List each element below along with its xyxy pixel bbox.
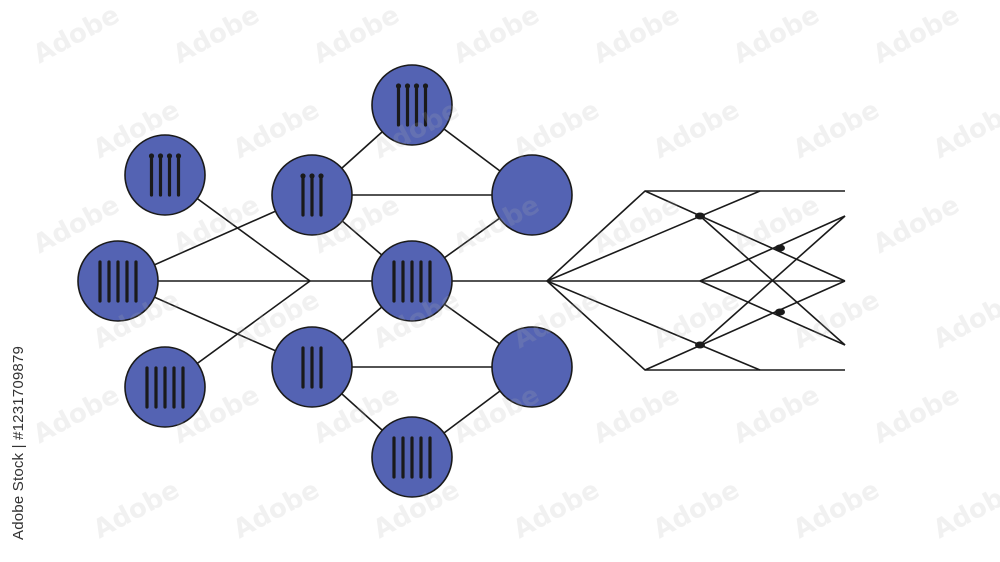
fan-junction-dot [775,244,785,252]
fan-line-10 [699,215,846,346]
fan-junction-dot [695,341,705,349]
tally-pin-head [395,83,402,89]
network-node [124,134,206,216]
fan-junction-dot [695,212,705,220]
tally-pin-head [175,153,182,159]
network-node [271,154,353,236]
network-node [491,154,573,236]
network-node [77,240,159,322]
network-node [271,326,353,408]
stock-id-label: Adobe Stock | #1231709879 [10,345,27,540]
tally-pin-head [404,83,411,89]
fan-line-5 [644,190,846,282]
tally-pin-head [318,173,324,179]
node-circle [491,154,573,236]
tally-pin-head [300,173,306,179]
network-node [371,240,453,322]
fan-output-lines [546,190,846,371]
network-node [491,326,573,408]
fan-line-6 [644,280,846,371]
node-circle [371,64,453,146]
tally-pin-head [157,153,164,159]
fan-line-3 [546,280,761,371]
network-node [124,346,206,428]
tally-pin-head [413,83,420,89]
fan-line-2 [546,190,761,282]
node-circle [124,134,206,216]
network-node [371,416,453,498]
tally-pin-head [166,153,173,159]
network-nodes [77,64,573,498]
tally-pin-head [422,83,429,89]
fan-junction-dot [775,308,785,316]
node-circle [491,326,573,408]
tally-pin-head [148,153,155,159]
network-node [371,64,453,146]
fan-line-8 [699,280,846,346]
tally-pin-head [309,173,315,179]
fan-line-7 [699,215,846,282]
